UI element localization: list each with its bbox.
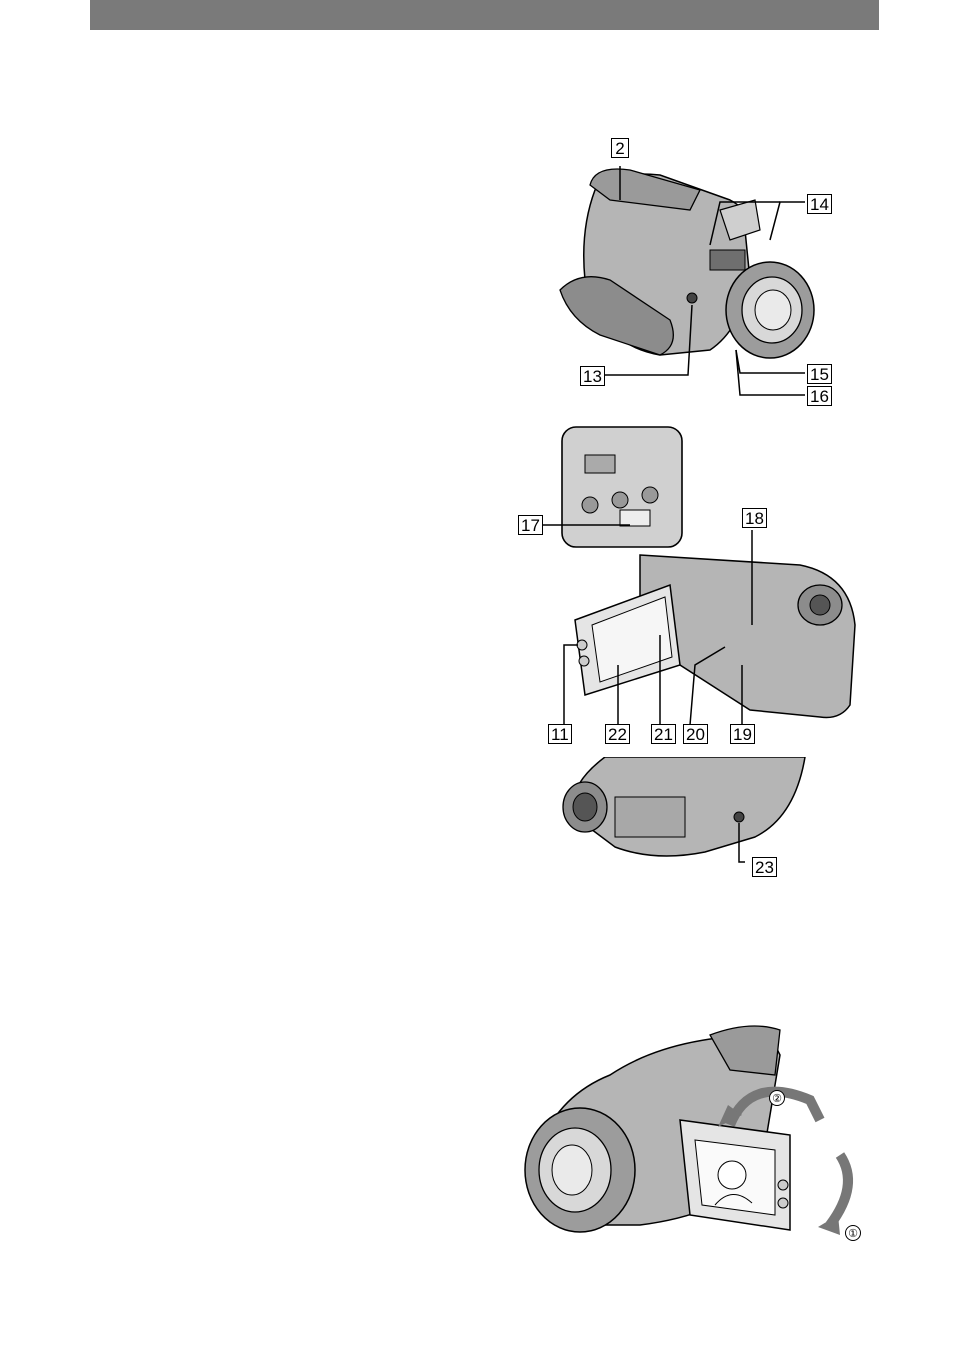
callout-13: 13 [580, 366, 605, 386]
header-bar [90, 0, 879, 30]
callout-20: 20 [683, 724, 708, 744]
camcorder-rear-illustration [520, 425, 865, 735]
callout-11: 11 [548, 724, 572, 744]
callout-22: 22 [605, 724, 630, 744]
step-1-marker: ① [845, 1225, 861, 1241]
step-2-marker: ② [769, 1090, 785, 1106]
callout-14: 14 [807, 194, 832, 214]
callout-21: 21 [651, 724, 676, 744]
callout-18: 18 [742, 508, 767, 528]
callout-2: 2 [611, 138, 629, 158]
callout-15: 15 [807, 364, 832, 384]
callout-16: 16 [807, 386, 832, 406]
callout-23: 23 [752, 857, 777, 877]
callout-19: 19 [730, 724, 755, 744]
callout-17: 17 [518, 515, 543, 535]
lcd-open-illustration [520, 1015, 870, 1250]
